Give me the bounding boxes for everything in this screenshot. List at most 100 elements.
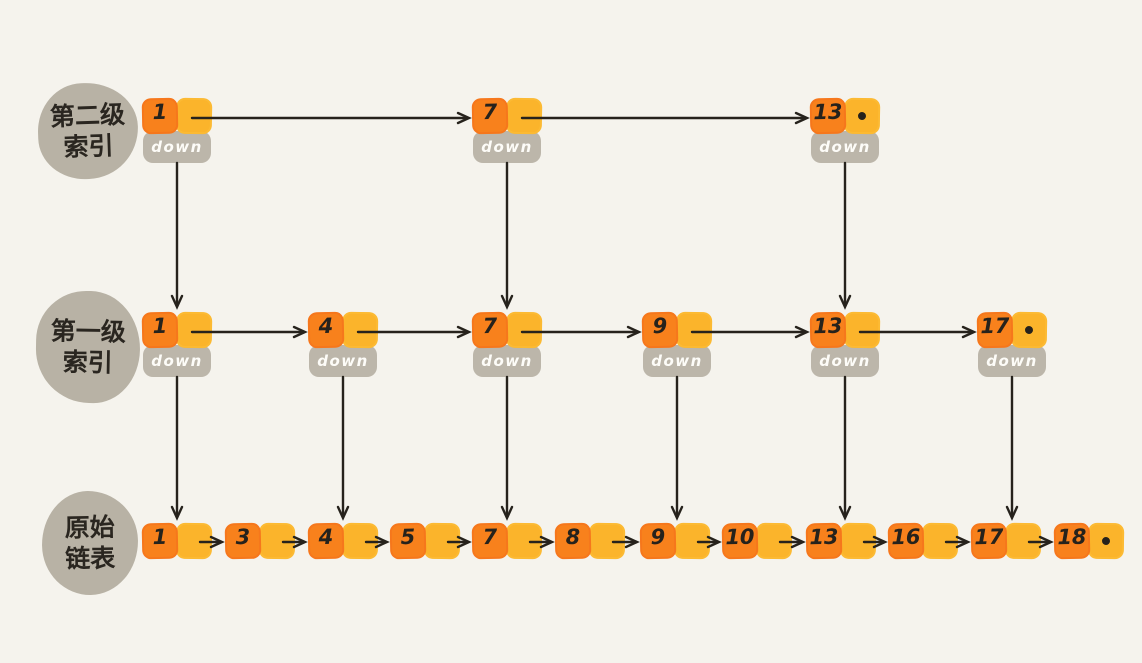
node-pointer-cell (755, 522, 793, 560)
node-value-cell: 8 (554, 522, 592, 560)
down-label: down (986, 352, 1038, 370)
node-pointer-cell (843, 97, 881, 135)
label-line: 原始 (64, 512, 115, 543)
down-label: down (481, 138, 533, 156)
node-value: 9 (652, 313, 668, 339)
node-value: 7 (482, 313, 498, 339)
node-value-cell: 7 (471, 311, 509, 349)
down-pointer-box: down (643, 345, 711, 377)
node-pointer-cell (341, 311, 379, 349)
down-label: down (819, 138, 871, 156)
node-value: 1 (152, 99, 168, 125)
node-first-level-index-4: 4 (307, 311, 379, 349)
node-pointer-cell (1087, 522, 1125, 560)
node-value: 9 (650, 524, 666, 550)
node-original-linked-list-8: 8 (554, 522, 626, 560)
node-value: 8 (565, 524, 581, 550)
node-value: 5 (400, 524, 416, 550)
node-pointer-cell (1004, 522, 1042, 560)
node-pointer-cell (423, 522, 461, 560)
node-value-cell: 13 (809, 97, 847, 135)
down-pointer-box: down (811, 131, 879, 163)
node-pointer-cell (673, 522, 711, 560)
node-value: 16 (891, 524, 921, 550)
node-value-cell: 4 (307, 311, 345, 349)
down-pointer-box: down (309, 345, 377, 377)
node-value-cell: 9 (639, 522, 677, 560)
node-pointer-cell (175, 311, 213, 349)
node-value: 7 (482, 99, 498, 125)
label-line: 第二级 (49, 99, 126, 132)
node-original-linked-list-16: 16 (887, 522, 959, 560)
node-original-linked-list-17: 17 (970, 522, 1042, 560)
node-value: 3 (235, 524, 251, 550)
node-value-cell: 16 (887, 522, 925, 560)
label-line: 索引 (63, 131, 115, 162)
node-value: 13 (813, 99, 843, 125)
node-first-level-index-9: 9 (641, 311, 713, 349)
node-first-level-index-7: 7 (471, 311, 543, 349)
down-label: down (317, 352, 369, 370)
node-value-cell: 13 (809, 311, 847, 349)
label-line: 索引 (62, 347, 113, 378)
node-value: 4 (318, 313, 334, 339)
node-pointer-cell (258, 522, 296, 560)
node-first-level-index-13: 13 (809, 311, 881, 349)
node-pointer-cell (175, 97, 213, 135)
node-original-linked-list-3: 3 (224, 522, 296, 560)
label-line: 链表 (65, 543, 116, 574)
label-second-level-index: 第二级 索引 (36, 81, 140, 181)
node-pointer-cell (505, 97, 543, 135)
node-original-linked-list-4: 4 (307, 522, 379, 560)
node-original-linked-list-10: 10 (721, 522, 793, 560)
node-value-cell: 7 (471, 522, 509, 560)
node-pointer-cell (505, 311, 543, 349)
null-pointer-dot (1024, 325, 1034, 335)
node-value-cell: 17 (970, 522, 1008, 560)
down-label: down (819, 352, 871, 370)
node-value: 17 (980, 313, 1010, 339)
node-value: 7 (482, 524, 498, 550)
node-value: 1 (152, 313, 168, 339)
node-second-level-index-7: 7 (471, 97, 543, 135)
down-label: down (481, 352, 533, 370)
node-value: 13 (809, 524, 839, 550)
node-original-linked-list-18: 18 (1053, 522, 1125, 560)
node-value-cell: 13 (805, 522, 843, 560)
down-pointer-box: down (978, 345, 1046, 377)
node-value: 18 (1057, 524, 1087, 550)
node-value-cell: 1 (141, 311, 179, 349)
node-original-linked-list-9: 9 (639, 522, 711, 560)
node-first-level-index-17: 17 (976, 311, 1048, 349)
node-original-linked-list-1: 1 (141, 522, 213, 560)
node-value-cell: 17 (976, 311, 1014, 349)
node-value-cell: 5 (389, 522, 427, 560)
node-pointer-cell (921, 522, 959, 560)
node-first-level-index-1: 1 (141, 311, 213, 349)
down-label: down (151, 138, 203, 156)
node-value-cell: 18 (1053, 522, 1091, 560)
label-line: 第一级 (50, 316, 127, 347)
node-pointer-cell (843, 311, 881, 349)
node-value-cell: 1 (141, 522, 179, 560)
node-value: 17 (974, 524, 1004, 550)
label-original-linked-list: 原始 链表 (41, 490, 139, 596)
node-value: 4 (318, 524, 334, 550)
node-value-cell: 10 (721, 522, 759, 560)
down-pointer-box: down (143, 345, 211, 377)
node-pointer-cell (839, 522, 877, 560)
node-original-linked-list-13: 13 (805, 522, 877, 560)
node-value-cell: 1 (141, 97, 179, 135)
node-value: 10 (725, 524, 755, 550)
node-pointer-cell (341, 522, 379, 560)
node-value: 13 (813, 313, 843, 339)
null-pointer-dot (857, 111, 867, 121)
down-pointer-box: down (473, 131, 541, 163)
node-original-linked-list-5: 5 (389, 522, 461, 560)
node-pointer-cell (675, 311, 713, 349)
down-pointer-box: down (473, 345, 541, 377)
node-pointer-cell (1010, 311, 1048, 349)
label-first-level-index: 第一级 索引 (35, 290, 141, 404)
down-pointer-box: down (811, 345, 879, 377)
